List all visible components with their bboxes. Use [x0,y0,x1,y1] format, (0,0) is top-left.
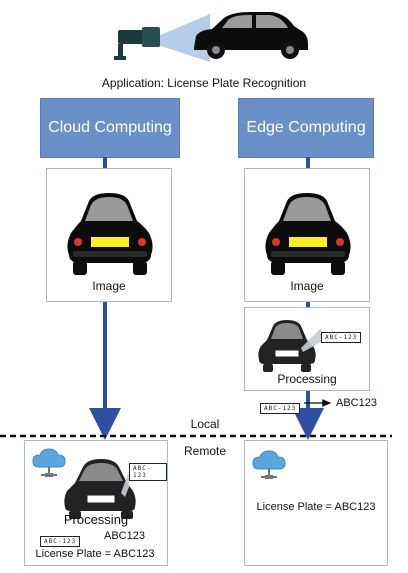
edge-computing-header: Edge Computing [238,98,374,158]
processing-car-icon [258,320,321,372]
edge-plate-text: ABC123 [336,397,377,409]
edge-processing-label: Processing [277,372,337,386]
edge-processing-box: ABC-123 Processing [244,307,370,391]
cloud-server-icon [32,448,66,477]
cloud-image-box: Image [46,168,172,302]
cloud-plate-zoom: ABC-123 [129,463,167,482]
edge-result-text: License Plate = ABC123 [256,501,376,513]
edge-plate-small: ABC-123 [260,397,301,415]
edge-plate-zoom: ABC-123 [321,326,362,344]
local-label: Local [190,417,220,431]
rear-car-icon [67,193,153,275]
side-view-car-icon [194,12,308,59]
top-scene [114,12,308,62]
plate-glyph: ABC-123 [260,403,301,414]
edge-image-box: Image [244,168,370,302]
cloud-image-label: Image [92,279,126,293]
cloud-processing-label: Processing [63,512,129,527]
diagram-title: Application: License Plate Recognition [101,76,307,90]
security-camera-icon [114,27,160,60]
edge-image-label: Image [290,279,324,293]
cloud-plate-small: ABC-123 [40,530,81,548]
plate-glyph: ABC-123 [321,332,362,343]
edge-remote-box: License Plate = ABC123 [244,440,388,566]
plate-glyph: ABC-123 [129,463,167,481]
cloud-plate-text: ABC123 [104,530,145,542]
cloud-computing-header: Cloud Computing [40,98,180,158]
plate-glyph: ABC-123 [40,536,81,547]
remote-label: Remote [183,444,227,458]
rear-car-icon [265,193,351,275]
cloud-result-text: License Plate = ABC123 [35,548,155,560]
cloud-server-icon [252,450,286,479]
processing-car-icon [64,459,136,519]
